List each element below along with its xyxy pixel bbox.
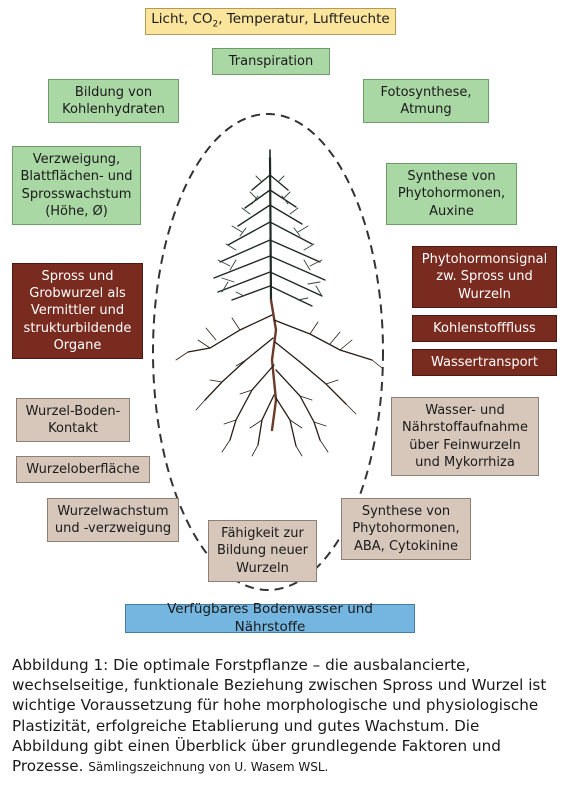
figure-caption: Abbildung 1: Die optimale Forstpflanze –… <box>12 655 558 776</box>
water-transport-box: Wassertransport <box>412 349 557 376</box>
root-soil-contact-box: Wurzel-Boden- Kontakt <box>16 398 130 442</box>
root-growth-branching-box: Wurzelwachstum und -verzweigung <box>47 498 179 542</box>
branching-shoot-growth-box: Verzweigung, Blattflächen- und Sprosswac… <box>12 146 141 225</box>
aba-cytokinin-synthesis-box: Synthese von Phytohormonen, ABA, Cytokin… <box>341 498 471 560</box>
seedling-roots <box>175 298 383 457</box>
soil-water-nutrients-box: Verfügbares Bodenwasser und Nährstoffe <box>125 601 415 635</box>
carbon-flow-box: Kohlenstofffluss <box>412 315 557 342</box>
transpiration-box: Transpiration <box>212 48 330 75</box>
shoot-coarse-root-box: Spross und Grobwurzel als Vermittler und… <box>12 263 143 359</box>
seedling-drawing <box>175 149 383 457</box>
new-root-formation-box: Fähigkeit zur Bildung neuer Wurzeln <box>208 520 317 582</box>
dashed-ellipse-outline <box>152 113 384 591</box>
climate-factors-label: Licht, CO2, Temperatur, Luftfeuchte <box>151 11 390 30</box>
root-surface-box: Wurzeloberfläche <box>16 456 150 483</box>
water-nutrient-uptake-box: Wasser- und Nährstoffaufnahme über Feinw… <box>391 397 539 476</box>
caption-text: Abbildung 1: Die optimale Forstpflanze –… <box>12 656 547 776</box>
caption-credit: Sämlingszeichnung von U. Wasem WSL. <box>88 760 329 775</box>
auxin-synthesis-box: Synthese von Phytohormonen, Auxine <box>386 163 517 225</box>
carbohydrate-formation-box: Bildung von Kohlenhydraten <box>48 79 179 123</box>
climate-factors-box: Licht, CO2, Temperatur, Luftfeuchte <box>145 8 396 35</box>
phytohormone-signal-box: Phytohormonsignal zw. Spross und Wurzeln <box>412 246 557 308</box>
photosynthesis-box: Fotosynthese, Atmung <box>363 79 489 123</box>
seedling-shoot <box>213 149 326 307</box>
